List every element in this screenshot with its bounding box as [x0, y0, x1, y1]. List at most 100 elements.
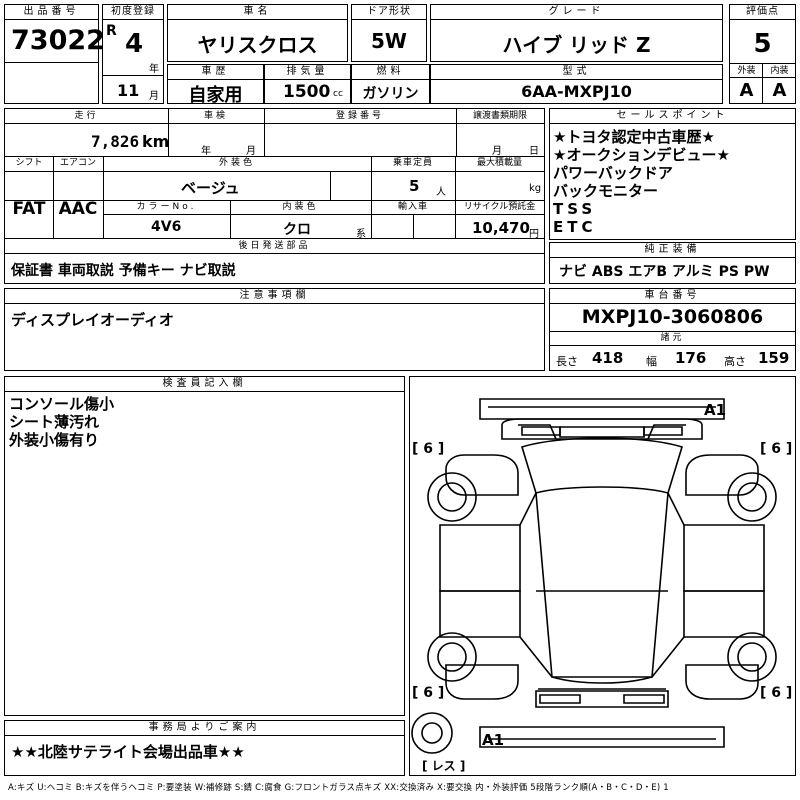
length: 418 — [592, 349, 624, 367]
tire-score-front-right: [ 6 ] — [760, 441, 793, 457]
office-label: 事務局よりご案内 — [5, 721, 404, 736]
aircon-label: エアコン — [59, 158, 96, 168]
first-registration-label: 初度登録 — [103, 5, 163, 20]
door-type-box: ドア形状 5W — [351, 4, 427, 62]
era-prefix: R — [106, 23, 117, 39]
car-name-box: 車名 ヤリスクロス — [167, 4, 348, 62]
score-label: 評価点 — [730, 5, 795, 20]
tire-score-rear-right: [ 6 ] — [760, 685, 793, 701]
chassis-box: 車台番号 MXPJ10-3060806 諸元 長さ 418 幅 176 高さ 1… — [549, 288, 796, 371]
car-name: ヤリスクロス — [197, 33, 318, 57]
sales-point-item: ★オークションデビュー★ — [553, 146, 730, 164]
sales-points-box: セールスポイント ★トヨタ認定中古車歴★ ★オークションデビュー★ パワーバック… — [549, 108, 796, 240]
exterior-grade-label: 外装 — [737, 66, 756, 76]
exterior-color-label: 外装色 — [218, 158, 255, 168]
transfer-label: 譲渡書類期限 — [472, 111, 527, 121]
car-diagram — [411, 398, 777, 754]
tire-score-rear-left: [ 6 ] — [412, 685, 445, 701]
equipment: ナビ ABS エアB アルミ PS PW — [559, 264, 770, 280]
shift: FAT — [12, 199, 46, 219]
height: 159 — [758, 349, 790, 367]
height-label: 高さ — [724, 355, 746, 368]
chassis-number: MXPJ10-3060806 — [581, 306, 764, 328]
capacity-label: 乗車定員 — [392, 158, 433, 168]
score: 5 — [753, 29, 772, 59]
shift-label: シフト — [15, 158, 43, 168]
registration-year: 4 — [125, 29, 144, 59]
capacity: 5 — [409, 177, 420, 195]
displacement-box: 排気量 1500 cc — [264, 64, 351, 104]
fuel-box: 燃料 ガソリン — [351, 64, 430, 104]
recycle-fee: 10,470 — [472, 219, 530, 237]
recycle-unit: 円 — [529, 229, 539, 240]
inspection-month-unit: 月 — [246, 146, 256, 157]
equipment-label: 純正装備 — [550, 243, 795, 258]
inspector-box: 検査員記入欄 コンソール傷小 シート薄汚れ 外装小傷有り — [4, 376, 405, 716]
notes-label: 注意事項欄 — [5, 289, 544, 304]
year-unit: 年 — [149, 64, 159, 75]
interior-color-unit: 系 — [356, 229, 366, 240]
interior-grade: A — [772, 80, 787, 101]
sales-point-item: TSS — [553, 200, 597, 218]
fuel-label: 燃料 — [352, 65, 429, 80]
equipment-box: 純正装備 ナビ ABS エアB アルミ PS PW — [549, 242, 796, 284]
capacity-unit: 人 — [436, 187, 446, 198]
interior-color: クロ — [283, 222, 311, 238]
inspector-line: コンソール傷小 — [9, 395, 115, 413]
length-label: 長さ — [556, 355, 578, 368]
vehicle-history: 自家用 — [188, 85, 243, 106]
color-no: 4V6 — [151, 219, 182, 235]
recycle-label: リサイクル預託金 — [463, 202, 536, 212]
legend-footer: A:キズ U:ヘコミ B:キズを伴うヘコミ P:要塗装 W:補修跡 S:錆 C:… — [8, 783, 669, 793]
later-parts: 保証書 車両取説 予備キー ナビ取説 — [11, 263, 236, 279]
notes-box: 注意事項欄 ディスプレイオーディオ — [4, 288, 545, 371]
grade: ハイブ リッド Z — [502, 33, 651, 57]
inspector-line: 外装小傷有り — [9, 431, 100, 449]
details-box: 走行 車検 登録番号 譲渡書類期限 7,826 km 年 月 月 日 シフト エ… — [4, 108, 545, 284]
sales-point-item: パワーバックドア — [553, 164, 673, 182]
width-label: 幅 — [646, 355, 657, 368]
color-no-label: カラーNo. — [136, 202, 197, 212]
model-code-box: 型式 6AA-MXPJ10 — [430, 64, 723, 104]
later-parts-label: 後日発送部品 — [238, 241, 311, 251]
office-box: 事務局よりご案内 ★★北陸サテライト会場出品車★★ — [4, 720, 405, 776]
spare-tire-label: [ レス ] — [422, 759, 466, 773]
sales-point-item: ETC — [553, 218, 597, 236]
mileage-label: 走行 — [74, 111, 99, 121]
transfer-day-unit: 日 — [529, 146, 539, 157]
interior-color-label: 内装色 — [282, 202, 319, 212]
max-load-label: 最大積載量 — [476, 158, 522, 168]
car-name-label: 車名 — [168, 5, 347, 20]
month-unit: 月 — [149, 91, 159, 102]
first-registration-box: 初度登録 R 4 年 11 月 — [102, 4, 164, 104]
displacement-label: 排気量 — [265, 65, 350, 80]
sales-points-label: セールスポイント — [550, 109, 795, 124]
damage-mark-front-bumper: A1 — [704, 401, 727, 419]
model-code-label: 型式 — [431, 65, 722, 80]
aircon: AAC — [58, 199, 98, 219]
mileage: 7,826 — [91, 132, 140, 151]
chassis-label: 車台番号 — [550, 289, 795, 304]
transfer-month-unit: 月 — [492, 146, 502, 157]
score-box: 評価点 5 外装 内装 A A — [729, 4, 796, 104]
office-notice: ★★北陸サテライト会場出品車★★ — [11, 743, 245, 761]
tire-score-front-left: [ 6 ] — [412, 441, 445, 457]
displacement: 1500 — [283, 82, 331, 102]
grade-label: グレード — [431, 5, 722, 20]
lot-number-box: 出品番号 73022 — [4, 4, 105, 104]
import-label: 輸入車 — [397, 202, 428, 212]
max-load-unit: kg — [529, 183, 542, 194]
damage-mark-rear: A1 — [482, 731, 505, 749]
model-code: 6AA-MXPJ10 — [521, 82, 632, 101]
notes: ディスプレイオーディオ — [11, 311, 174, 329]
displacement-unit: cc — [333, 89, 343, 99]
interior-grade-label: 内装 — [770, 66, 789, 76]
sales-point-item: ★トヨタ認定中古車歴★ — [553, 128, 715, 146]
grade-box: グレード ハイブ リッド Z — [430, 4, 723, 62]
exterior-color: ベージュ — [181, 179, 240, 197]
car-diagram-box: [ 6 ] [ 6 ] [ 6 ] [ 6 ] A1 A1 [ レス ] — [409, 376, 796, 776]
sales-point-item: バックモニター — [553, 182, 659, 200]
width: 176 — [675, 349, 707, 367]
vehicle-history-label: 車歴 — [168, 65, 263, 80]
